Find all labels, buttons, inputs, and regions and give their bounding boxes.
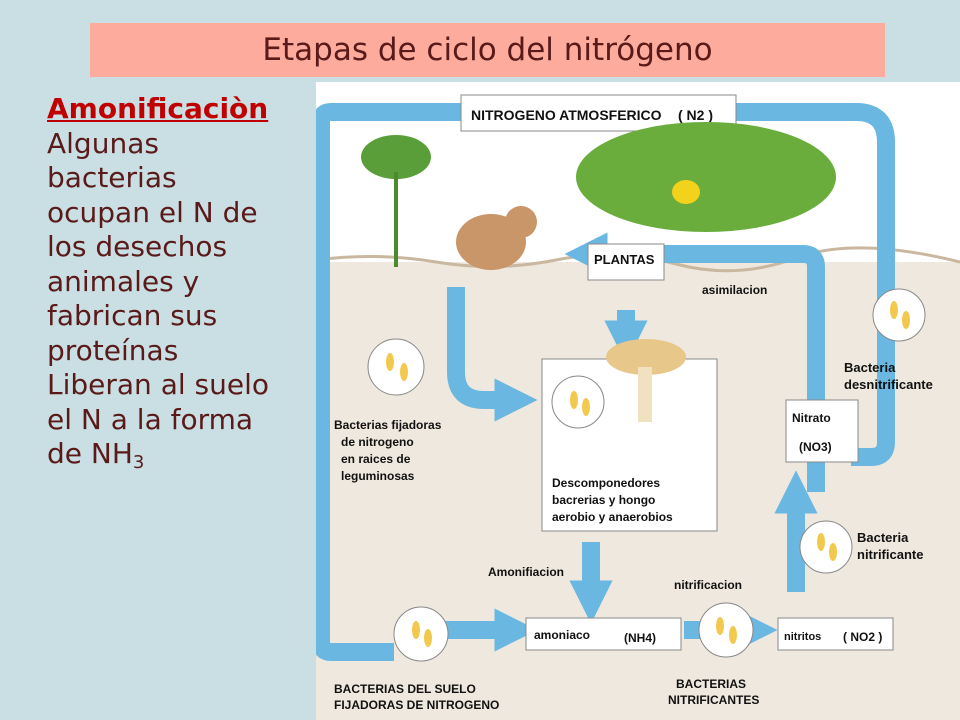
atmosferico-label: NITROGENO ATMOSFERICO [471, 107, 662, 123]
arrow-left-loop [316, 103, 461, 661]
text-line-10: de NH3 [47, 437, 315, 481]
descomponedores-label-3: aerobio y anaerobios [552, 510, 673, 524]
nitrato-label: Nitrato [792, 411, 831, 425]
bacterium-shape [386, 353, 394, 371]
descomponedores-label-2: bacrerias y hongo [552, 493, 655, 507]
fijadoras-label-3: en raices de [341, 452, 411, 466]
nitrificante-circle [799, 520, 853, 574]
bacterium-shape [412, 621, 420, 639]
plant-flower [672, 180, 700, 204]
bacterium-shape [570, 391, 578, 409]
amoniaco-box [525, 617, 682, 651]
bacterium-shape [729, 626, 737, 644]
fijadoras-label-2: de nitrogeno [341, 435, 414, 449]
nitritos-label: nitritos [784, 631, 821, 643]
nitritos-box [777, 617, 894, 651]
desnitrificante-label-2: desnitrificante [844, 377, 933, 392]
animal-head [505, 206, 537, 238]
suelo-label-2: FIJADORAS DE NITROGENO [334, 698, 499, 712]
text-line-8: Liberan al suelo [47, 368, 270, 401]
bacterium-shape [424, 629, 432, 647]
amoniaco-label: amoniaco [534, 628, 590, 642]
bacterium-shape [716, 617, 724, 635]
arrow-asimilacion [564, 232, 825, 492]
suelo-label-1: BACTERIAS DEL SUELO [334, 682, 476, 696]
desnitrificante-circle [872, 288, 926, 342]
text-line-6: fabrican sus [47, 299, 218, 332]
nitrato-box [785, 399, 859, 463]
plantas-label: PLANTAS [594, 252, 655, 267]
descomponedores-label-1: Descomponedores [552, 476, 660, 490]
amonificacion-text: Amonificaciòn Algunas bacterias ocupan e… [47, 92, 315, 481]
nh3-prefix: de NH [47, 437, 133, 470]
bacterium-shape [902, 311, 910, 329]
suelo-circle [393, 606, 449, 662]
arrow-to-descomponedores [447, 287, 538, 422]
bacterium-shape [829, 543, 837, 561]
nitrificantes-circle [698, 602, 754, 658]
amonificacion-heading: Amonificaciòn [47, 92, 269, 125]
no2-label: ( NO2 ) [843, 630, 882, 644]
nitrificante-label-2: nitrificante [857, 547, 923, 562]
nh4-label: (NH4) [624, 631, 656, 645]
nitrogen-cycle-diagram: NITROGENO ATMOSFERICO ( N2 ) PLANTAS asi… [316, 82, 960, 720]
nitrificantes-label-2: NITRIFICANTES [668, 693, 759, 707]
plant-left-stem [394, 172, 398, 267]
text-line-3: ocupan el N de [47, 195, 258, 229]
nitrificante-label-1: Bacteria [857, 530, 909, 545]
nitrificantes-label-1: BACTERIAS [676, 677, 746, 691]
mushroom-stem [638, 367, 652, 422]
bacterium-shape [400, 363, 408, 381]
title-banner: Etapas de ciclo del nitrógeno [90, 23, 885, 77]
text-line-9: el N a la forma [47, 402, 254, 436]
n2-label: ( N2 ) [678, 107, 713, 123]
plant-left-leaves [361, 135, 431, 179]
bacterium-shape [817, 533, 825, 551]
plantas-box [587, 243, 665, 281]
text-line-2: bacterias [47, 161, 177, 194]
text-line-4: los desechos [47, 230, 228, 263]
text-line-7: proteínas [47, 333, 179, 367]
fijadoras-label-4: leguminosas [341, 469, 415, 483]
no3-label: (NO3) [799, 440, 832, 454]
asimilacion-label: asimilacion [702, 283, 767, 297]
bacterium-shape [890, 301, 898, 319]
text-line-1: Algunas [47, 126, 159, 160]
amonificacion-label: Amonifiacion [488, 565, 564, 579]
page-title: Etapas de ciclo del nitrógeno [262, 32, 713, 68]
nh3-subscript: 3 [132, 452, 145, 473]
desnitrificante-label-1: Bacteria [844, 360, 896, 375]
text-line-5: animales y [47, 264, 200, 298]
fijadoras-circle [367, 338, 425, 396]
nitrificacion-label: nitrificacion [674, 578, 742, 592]
bacterium-shape [582, 398, 590, 416]
fijadoras-label-1: Bacterias fijadoras [334, 418, 442, 432]
descomponedores-circle [551, 375, 605, 429]
mushroom-cap [606, 339, 686, 375]
plant-right-leaves [576, 122, 836, 232]
